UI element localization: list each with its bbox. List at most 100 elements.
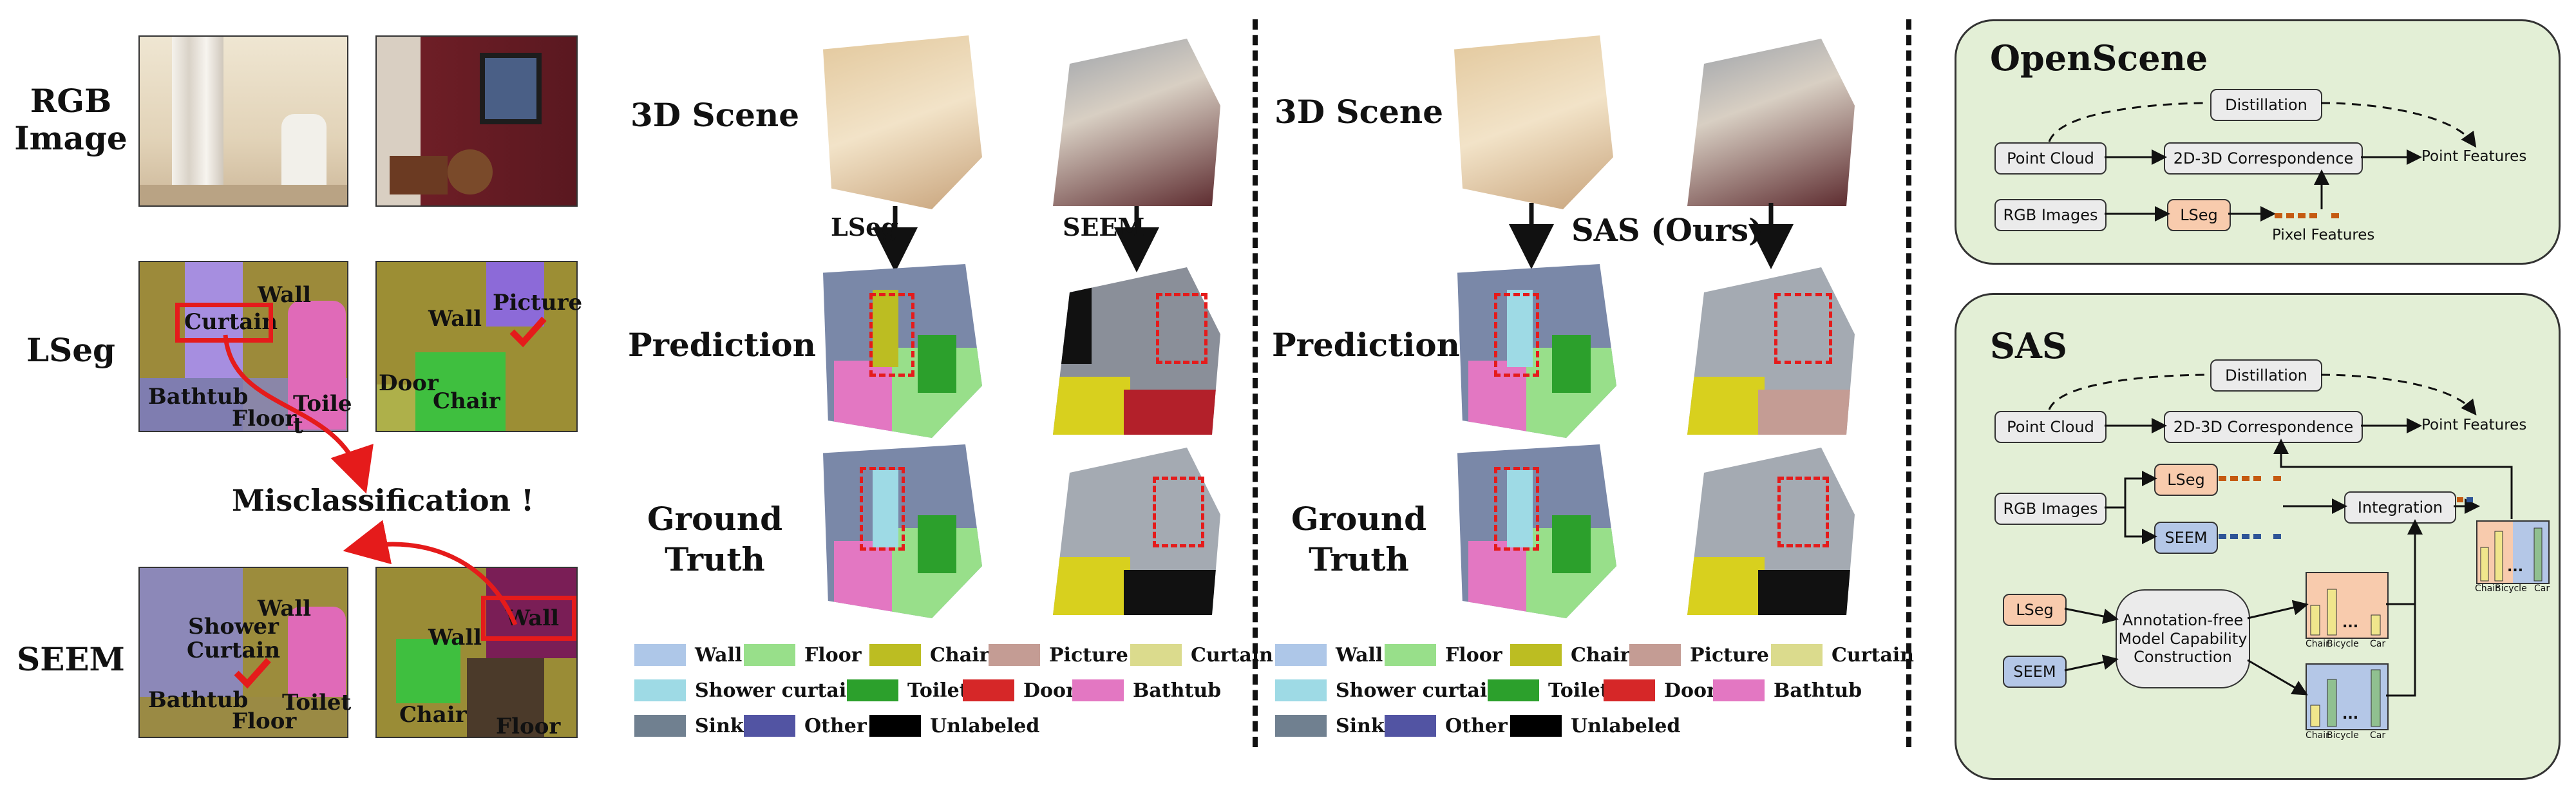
sas-lseg-box: LSeg	[2154, 464, 2218, 496]
bar-label-bicycle-1: Bicycle	[2327, 639, 2359, 649]
seem-label-chair: Chair	[399, 702, 467, 728]
sas-lseg2-box: LSeg	[2003, 594, 2067, 626]
sas-point-cloud-box: Point Cloud	[1994, 411, 2107, 443]
legend-item-right-toilet: Toilet	[1488, 679, 1609, 702]
rgb-image-room	[375, 35, 578, 207]
lseg-check-icon	[509, 316, 547, 348]
lseg-label-wall-room: Wall	[428, 306, 482, 332]
bar-label-car-1: Car	[2370, 639, 2386, 649]
mid-pred-bathroom-box	[869, 293, 914, 377]
legend-swatch	[1510, 715, 1562, 737]
lseg-label-bathtub: Bathtub	[148, 384, 249, 410]
right-pred-bathroom-box	[1494, 293, 1539, 377]
legend-item-right-other: Other	[1385, 715, 1508, 737]
lseg-image-room	[375, 261, 578, 432]
seem-label-floor-room: Floor	[496, 714, 561, 739]
legend-label: Picture	[1690, 643, 1769, 667]
arrow-label-seem: SEEM	[1063, 213, 1145, 242]
legend-item-mid-wall: Wall	[634, 643, 743, 667]
seem-label-shower-curtain: Shower Curtain	[187, 614, 281, 664]
legend-label: Sink	[1336, 714, 1385, 737]
legend-label: Wall	[1336, 643, 1383, 667]
sas-seem-box: SEEM	[2154, 522, 2218, 554]
legend-swatch	[634, 679, 686, 701]
legend-item-mid-chair: Chair	[869, 643, 990, 667]
seem-label-toilet: Toilet	[282, 690, 352, 715]
legend-label: Shower curtain	[695, 679, 861, 702]
legend-swatch	[1072, 679, 1124, 701]
legend-item-right-unlabeled: Unlabeled	[1510, 715, 1680, 737]
mid-row-prediction: Prediction	[628, 326, 816, 364]
legend-item-right-sink: Sink	[1275, 715, 1385, 737]
right-gt-room	[1687, 448, 1855, 615]
seem-label-wall-room: Wall	[428, 625, 482, 650]
lseg-label-floor: Floor	[232, 406, 297, 431]
lseg-label-door: Door	[379, 370, 439, 396]
legend-label: Sink	[695, 714, 744, 737]
legend-label: Door	[1664, 679, 1717, 702]
legend-swatch	[1385, 715, 1436, 737]
legend-swatch	[1275, 644, 1327, 666]
divider-2	[1906, 19, 1911, 747]
arrow-label-sas-ours: SAS (Ours)	[1571, 213, 1763, 249]
bar-label-chair-3: Chair	[2475, 583, 2499, 594]
os-rgb-box: RGB Images	[1994, 199, 2107, 231]
legend-swatch	[869, 715, 921, 737]
lseg-image-bathroom	[138, 261, 348, 432]
legend-swatch	[744, 715, 795, 737]
legend-swatch	[963, 679, 1014, 701]
mid-gt-bathroom-box	[860, 467, 905, 551]
right-row-3d-scene: 3D Scene	[1274, 93, 1444, 131]
mid-row-ground-truth: Ground Truth	[647, 500, 783, 578]
legend-item-right-chair: Chair	[1510, 643, 1631, 667]
sas-corr-box: 2D-3D Correspondence	[2164, 411, 2363, 443]
right-gt-bathroom	[1457, 444, 1616, 618]
bar-label-car-3: Car	[2534, 583, 2550, 594]
legend-label: Floor	[1445, 643, 1502, 667]
os-distillation-box: Distillation	[2210, 89, 2322, 121]
legend-swatch	[847, 679, 898, 701]
seem-label-floor: Floor	[232, 708, 297, 734]
os-lseg-box: LSeg	[2167, 199, 2231, 231]
legend-label: Chair	[1571, 643, 1631, 667]
legend-label: Other	[1445, 714, 1508, 737]
seem-image-room	[375, 567, 578, 738]
rgb-image-bathroom	[138, 35, 348, 207]
arrow-label-lseg: LSeg	[831, 213, 898, 242]
legend-label: Wall	[695, 643, 743, 667]
seem-image-bathroom	[138, 567, 348, 738]
sas-distillation-box: Distillation	[2210, 359, 2322, 392]
legend-item-right-bathtub: Bathtub	[1713, 679, 1862, 702]
legend-label: Unlabeled	[1571, 714, 1681, 737]
mid-gt-room-box	[1153, 477, 1204, 547]
misclassification-arrows	[223, 334, 518, 626]
legend-swatch	[1385, 644, 1436, 666]
legend-label: Picture	[1049, 643, 1128, 667]
right-arrows	[1509, 203, 1794, 269]
bar-label-chair-2: Chair	[2306, 730, 2329, 741]
lseg-label-toilet: Toile t	[293, 391, 352, 439]
legend-item-mid-floor: Floor	[744, 644, 862, 667]
legend-item-mid-curtain: Curtain	[1130, 644, 1273, 667]
legend-item-mid-sink: Sink	[634, 715, 744, 737]
sas-point-features: Point Features	[2421, 417, 2527, 433]
lseg-label-chair: Chair	[433, 388, 500, 414]
misclassification-text: Misclassification !	[232, 483, 535, 518]
mid-arrows	[873, 206, 1159, 272]
legend-label: Unlabeled	[930, 714, 1040, 737]
legend-label: Chair	[930, 643, 990, 667]
legend-label: Curtain	[1832, 643, 1914, 667]
seem-wall-highlight-box	[481, 596, 576, 641]
legend-swatch	[1275, 679, 1327, 701]
bar-dots-1: ...	[2342, 615, 2359, 631]
right-pred-bathroom	[1457, 264, 1616, 438]
legend-item-right-picture: Picture	[1629, 643, 1769, 667]
legend-label: Door	[1023, 679, 1076, 702]
right-row-ground-truth: Ground Truth	[1291, 500, 1427, 578]
legend-item-mid-door: Door	[963, 679, 1076, 702]
legend-label: Bathtub	[1133, 679, 1222, 702]
sas-title: SAS	[1990, 325, 2067, 366]
legend-item-mid-shower-curtain: Shower curtain	[634, 679, 861, 702]
os-point-cloud-box: Point Cloud	[1994, 142, 2107, 175]
